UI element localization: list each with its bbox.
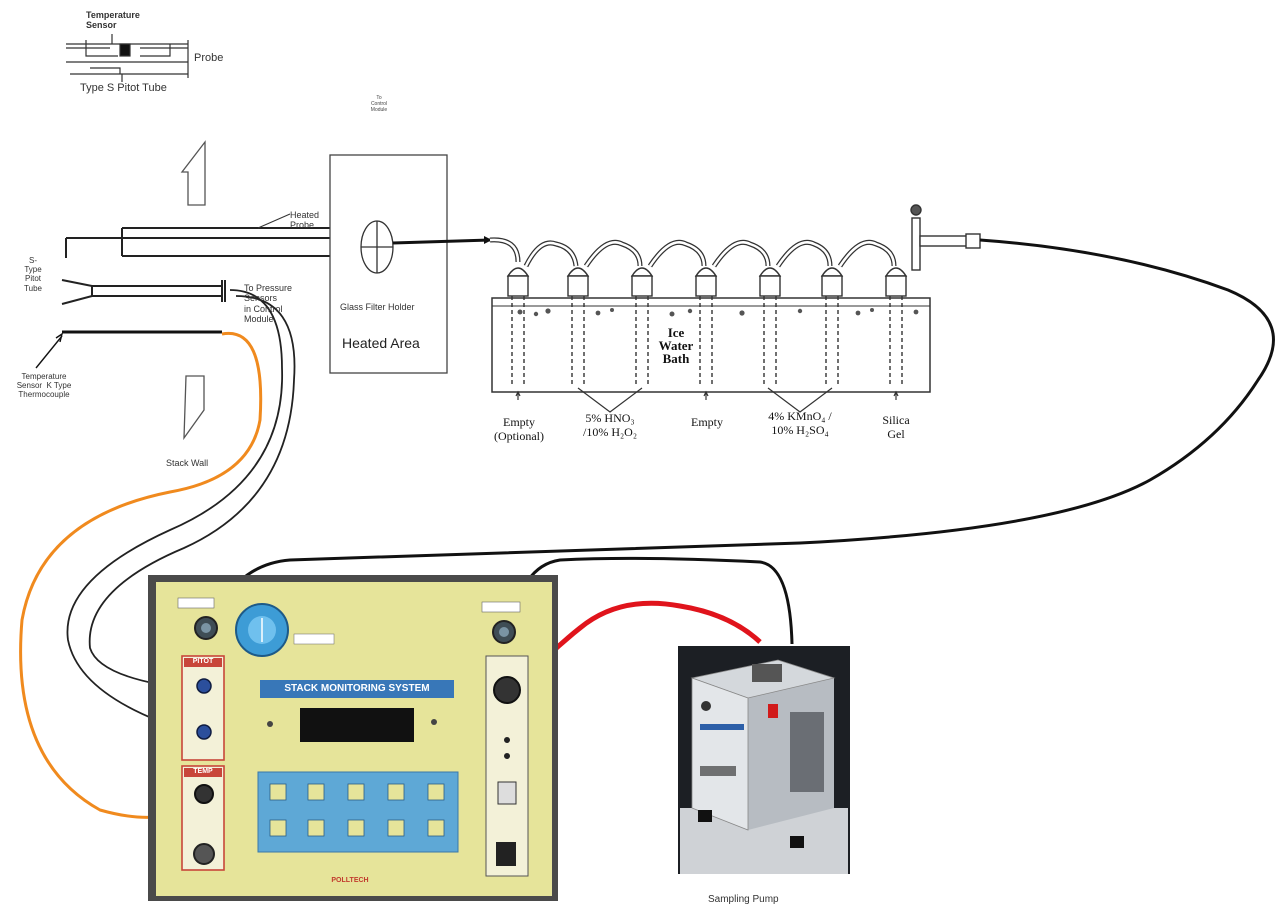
heated-probe-label: Heated Probe: [290, 210, 319, 231]
module-temp-section-label: TEMP: [184, 768, 222, 776]
glass-filter-holder: [361, 221, 393, 273]
s-type-pitot-label: S- Type Pitot Tube: [18, 256, 48, 293]
probe-detail-sketch: [66, 34, 188, 82]
heated-area-label: Heated Area: [342, 335, 420, 351]
sampling-pump-caption: Sampling Pump: [708, 894, 779, 906]
thermocouple-label: Temperature Sensor K Type Thermocouple: [0, 372, 88, 400]
thermocouple-pointer: [36, 334, 62, 368]
s-type-pitot-tube: [62, 280, 225, 304]
heated-probe-tubes: [66, 228, 338, 258]
impinger-empty-optional-label: Empty (Optional): [484, 416, 554, 444]
ice-water-bath-label: Ice Water Bath: [650, 326, 702, 365]
probe-detail-pitot-label: Type S Pitot Tube: [80, 82, 167, 95]
probe-detail-probe-label: Probe: [194, 52, 223, 65]
module-pitot-section-label: PITOT: [184, 658, 222, 666]
glass-filter-holder-label: Glass Filter Holder: [340, 302, 415, 312]
outlet-valve: [911, 205, 980, 270]
heated-probe-arrow: [258, 214, 290, 228]
impinger-hno3-label: 5% HNO₃ /10% H₂O₂: [574, 412, 646, 440]
stack-wall-marker: [184, 376, 204, 438]
ice-water-bath: [492, 298, 930, 392]
probe-detail-temp-sensor-label: Temperature Sensor: [86, 10, 140, 31]
impinger-silica-gel-label: Silica Gel: [874, 414, 918, 442]
module-brand-label: POLLTECH: [318, 877, 382, 885]
impinger-empty-label: Empty: [682, 416, 732, 430]
sampling-pump: [678, 646, 850, 874]
control-module: [148, 575, 558, 901]
module-title-text: STACK MONITORING SYSTEM: [262, 683, 452, 695]
stack-flow-arrow: [182, 142, 205, 205]
to-pressure-sensors-label: To Pressure Sensors in Control Module: [244, 283, 292, 324]
stack-wall-label: Stack Wall: [166, 458, 208, 468]
impinger-kmno4-label: 4% KMnO₄ / 10% H₂SO₄: [758, 410, 842, 438]
to-control-module-label: To Control Module: [364, 96, 394, 113]
